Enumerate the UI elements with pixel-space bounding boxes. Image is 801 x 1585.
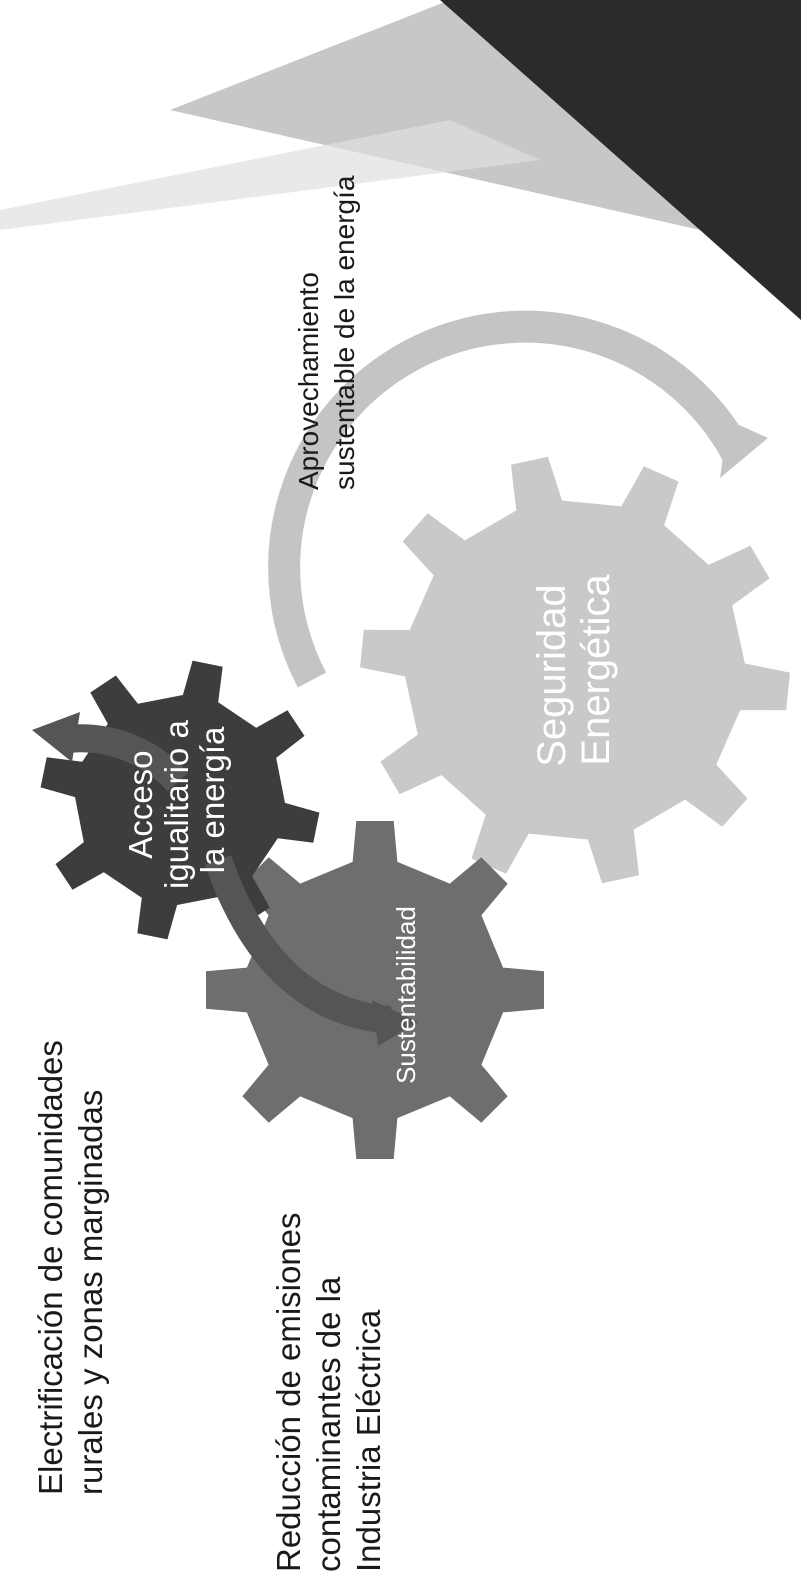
- gear-label-acceso: Acceso igualitario a la energía: [122, 711, 231, 889]
- gear-label-seguridad: Seguridad Energética: [530, 573, 618, 767]
- arrowhead-sustainable-use: [720, 420, 768, 478]
- gear-label-acceso-line-3: la energía: [194, 726, 231, 873]
- caption-emissions: Reducción de emisiones contaminantes de …: [270, 1203, 387, 1572]
- corner-light-sliver: [0, 120, 540, 230]
- gear-label-acceso-line-1: Acceso: [122, 750, 159, 858]
- caption-electrification: Electrificación de comunidades rurales y…: [32, 1031, 109, 1495]
- caption-electrification-line-1: Electrificación de comunidades: [32, 1040, 69, 1495]
- gear-label-seguridad-line-1: Seguridad: [530, 584, 574, 766]
- corner-decoration: [0, 0, 801, 320]
- gear-sustentabilidad: [206, 821, 544, 1159]
- caption-emissions-line-3: Industria Eléctrica: [350, 1309, 387, 1572]
- gear-label-sustentabilidad: Sustentabilidad: [391, 906, 421, 1084]
- gear-seguridad-energetica: [360, 456, 790, 884]
- caption-electrification-line-2: rurales y zonas marginadas: [72, 1090, 109, 1495]
- arrow-sustainable-use: [268, 310, 753, 688]
- caption-sustainable-use-line-1: Aprovechamiento: [293, 272, 324, 490]
- arrow-emissions: [204, 855, 392, 1034]
- cycle-arrows: [32, 310, 768, 1046]
- corner-dark-shape: [440, 0, 801, 320]
- gear-label-acceso-line-2: igualitario a: [158, 720, 195, 889]
- arrowhead-electrification: [32, 712, 80, 762]
- caption-emissions-line-2: contaminantes de la: [310, 1276, 347, 1572]
- caption-sustainable-use: Aprovechamiento sustentable de la energí…: [293, 175, 360, 490]
- caption-sustainable-use-line-2: sustentable de la energía: [329, 175, 360, 490]
- caption-emissions-line-1: Reducción de emisiones: [270, 1212, 307, 1572]
- arrowhead-emissions: [372, 1000, 418, 1046]
- gear-label-seguridad-line-2: Energética: [574, 574, 618, 766]
